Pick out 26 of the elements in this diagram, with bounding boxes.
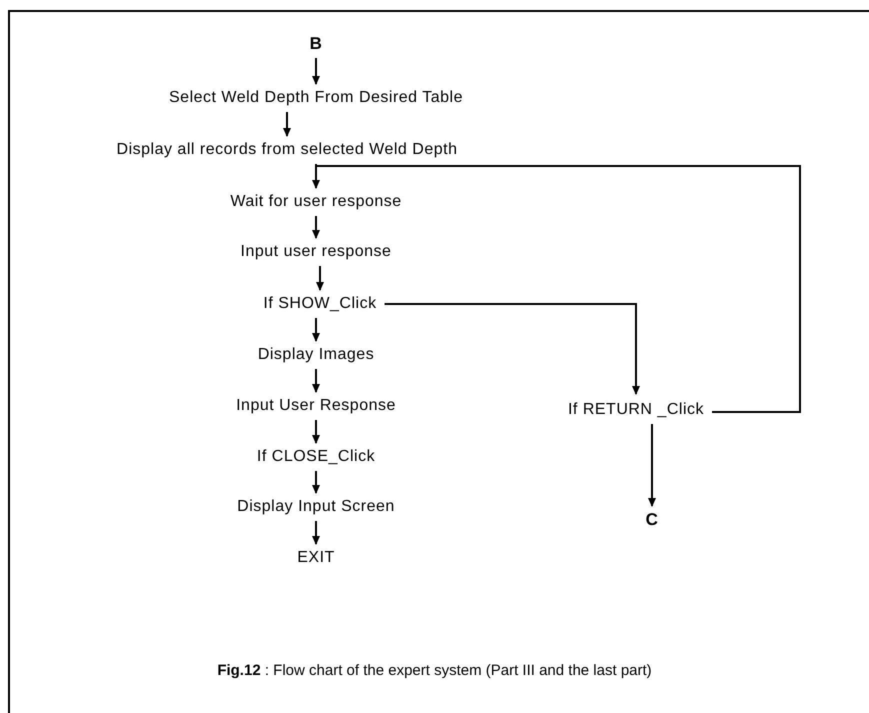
step-text: Wait for user response (230, 192, 402, 212)
step-text: If SHOW_Click (263, 294, 377, 314)
figure-caption: Fig.12 : Flow chart of the expert system (Part III and the last part) (217, 661, 652, 681)
step-text: C (646, 509, 658, 531)
arrow (316, 266, 324, 291)
arrow (312, 58, 320, 85)
step-text: If CLOSE_Click (256, 447, 376, 467)
step-text: B (310, 33, 322, 55)
arrow (283, 112, 291, 137)
arrow (312, 369, 320, 393)
step-text: Display Images (258, 345, 374, 365)
arrow (312, 420, 320, 444)
step-text: Select Weld Depth From Desired Table (169, 88, 463, 108)
arrow (312, 318, 320, 342)
step-text: Display all records from selected Weld Depth (116, 140, 458, 160)
arrow (312, 521, 320, 545)
arrow (648, 424, 656, 507)
arrow (312, 471, 320, 494)
step-text: Input user response (240, 242, 392, 262)
step-text: Input User Response (236, 396, 396, 416)
arrow (312, 165, 801, 413)
arrow (384, 303, 640, 395)
step-text: EXIT (297, 548, 335, 568)
arrow (312, 216, 320, 239)
step-text: Display Input Screen (237, 497, 395, 517)
step-text: If RETURN _Click (568, 400, 704, 420)
